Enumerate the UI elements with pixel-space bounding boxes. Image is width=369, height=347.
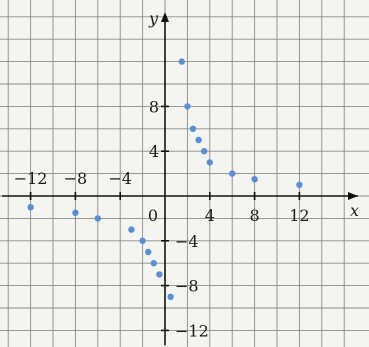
data-point: [145, 248, 152, 256]
data-point: [229, 170, 236, 177]
y-tick-label: −12: [175, 321, 209, 340]
x-tick-label: 12: [289, 206, 309, 225]
y-tick-label: −8: [175, 277, 199, 296]
data-point: [296, 181, 303, 188]
data-point: [189, 125, 197, 132]
x-tick-label: −4: [108, 169, 132, 188]
data-point: [27, 204, 34, 211]
data-point: [139, 237, 146, 244]
x-axis-arrow-icon: [348, 192, 358, 200]
origin-label: 0: [148, 206, 158, 225]
data-point: [94, 215, 102, 222]
data-point: [167, 293, 174, 300]
data-points: [27, 58, 303, 300]
tick-labels: x y −12 −8 −4 4 8 12 8 4 −4 −8 −12 0: [14, 9, 359, 340]
data-point: [156, 271, 163, 278]
y-tick-label: 8: [149, 97, 159, 116]
data-point: [150, 260, 157, 267]
x-tick-label: 8: [250, 206, 260, 225]
data-point: [184, 103, 191, 110]
data-point: [195, 136, 202, 144]
axes: [2, 12, 358, 345]
x-axis-label: x: [350, 201, 359, 220]
data-point: [206, 159, 213, 166]
data-point: [128, 226, 135, 233]
x-tick-label: 4: [205, 206, 215, 225]
x-tick-label: −8: [64, 169, 88, 188]
data-point: [251, 176, 258, 183]
data-point: [201, 148, 208, 155]
y-tick-label: 4: [149, 142, 159, 161]
data-point: [72, 209, 79, 216]
y-axis-label: y: [148, 9, 159, 28]
x-tick-label: −12: [14, 169, 48, 188]
y-tick-label: −4: [175, 232, 199, 251]
y-axis-arrow-icon: [161, 12, 169, 22]
data-point: [178, 58, 185, 65]
